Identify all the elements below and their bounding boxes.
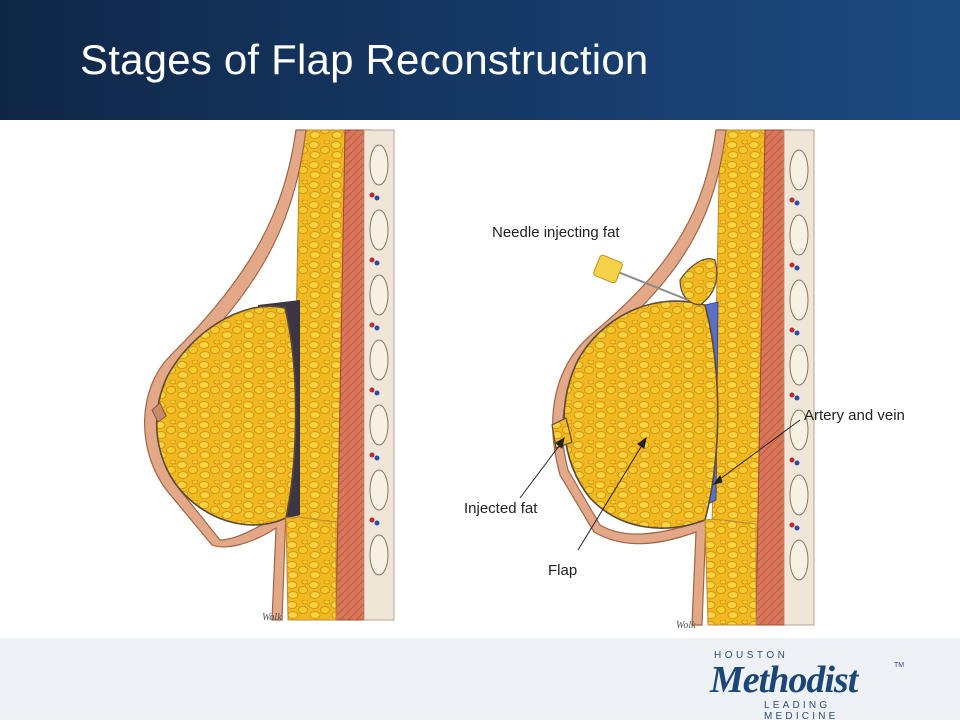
- vessels-left: [369, 192, 380, 526]
- stage-left: Wolk: [144, 129, 395, 623]
- footer-bar: [0, 638, 960, 720]
- ribs-right: [789, 149, 809, 581]
- page-title: Stages of Flap Reconstruction: [80, 36, 649, 83]
- houston-methodist-logo: HOUSTON Methodist TM LEADING MEDICINE: [708, 650, 908, 722]
- reconstruction-diagram: Wolk: [144, 129, 815, 631]
- artist-signature-left: Wolk: [262, 612, 282, 623]
- pointer-lines: [519, 419, 801, 551]
- label-injected: Injected fat: [464, 500, 538, 517]
- header-bar: Stages of Flap Reconstruction: [0, 0, 960, 120]
- injected-fat-nipple: [551, 417, 573, 449]
- label-flap: Flap: [548, 562, 578, 579]
- logo-top-text: HOUSTON: [714, 650, 789, 661]
- label-artery: Artery and vein: [804, 407, 905, 424]
- flap-right: [563, 300, 719, 529]
- pointer-flap: [577, 441, 645, 551]
- logo-tm: TM: [894, 662, 905, 669]
- nipple-left: [151, 402, 167, 423]
- vessels-right: [789, 197, 800, 531]
- lower-fat-right: [704, 519, 757, 626]
- lower-fat-left: [285, 516, 337, 621]
- ribs-left: [369, 144, 389, 576]
- artist-signature-right: Wolk: [676, 620, 696, 631]
- stage-right: Wolk: [551, 129, 815, 631]
- logo-name: Methodist: [710, 659, 858, 701]
- flap-left: [155, 305, 297, 526]
- needle: [593, 254, 689, 301]
- logo-tagline: LEADING MEDICINE: [764, 700, 839, 722]
- injected-fat-top: [679, 258, 718, 306]
- pointer-injected: [519, 441, 563, 499]
- label-needle: Needle injecting fat: [492, 224, 620, 241]
- pointer-artery: [715, 419, 801, 483]
